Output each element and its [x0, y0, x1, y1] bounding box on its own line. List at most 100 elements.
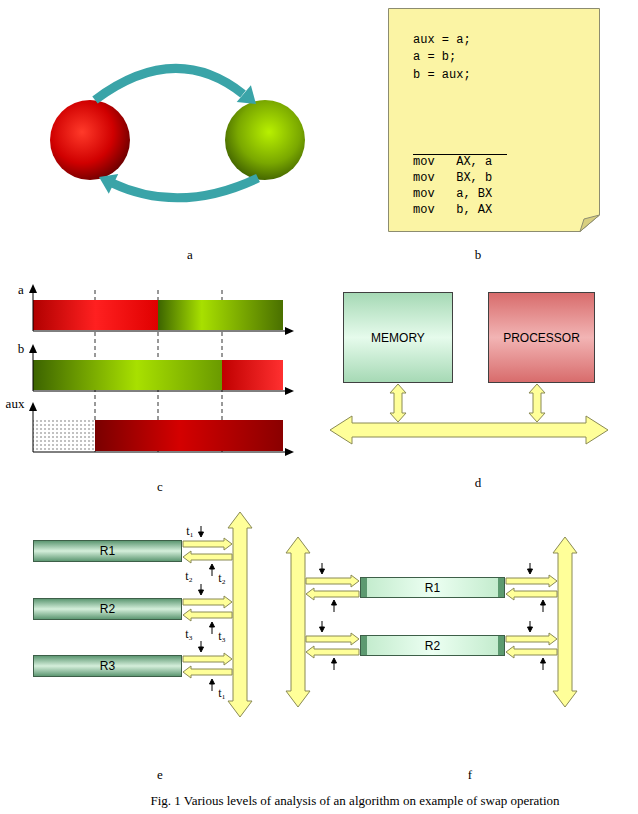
bus-arrow [306, 588, 359, 600]
timing-label: t₂ [185, 568, 193, 584]
code-line: mov b, AX [413, 202, 492, 218]
panel-letter: d [475, 475, 482, 491]
drawing-part [285, 387, 294, 395]
timing-tick-head [320, 627, 325, 632]
bus-arrow [183, 653, 232, 665]
bus-arrow [506, 646, 557, 658]
value-bar [222, 360, 283, 390]
timing-tick-head [541, 658, 546, 663]
timing-tick-head [210, 622, 215, 627]
axis-label: b [18, 341, 25, 357]
green-ball [225, 100, 305, 180]
swap-arrow [112, 178, 258, 198]
drawing-part [29, 344, 37, 353]
box-label: PROCESSOR [503, 331, 580, 345]
paper-outline [389, 9, 600, 232]
timing-tick-head [528, 627, 533, 632]
timing-tick-head [320, 569, 325, 574]
code-sheet: aux = a;a = b; b = aux; mov AX, amov BX, b… [388, 8, 600, 232]
swap-arrow [95, 68, 243, 100]
box-label: R3 [100, 659, 115, 673]
value-bar [158, 300, 283, 330]
figure-caption: Fig. 1 Various levels of analysis of an … [150, 793, 559, 809]
bus-arrow [286, 537, 310, 707]
register-box: R2 [33, 598, 182, 620]
timing-tick [199, 526, 546, 691]
drawing-part [33, 391, 288, 392]
timing-tick-head [332, 600, 337, 605]
bus-arrow [306, 575, 359, 587]
separator-line [413, 154, 507, 155]
swap-arrow-head [237, 85, 256, 104]
timing-tick-head [199, 532, 204, 537]
code-line: a = b; [413, 49, 456, 65]
undefined-bar [33, 420, 95, 451]
bus-arrow [183, 538, 232, 550]
code-line: mov BX, b [413, 170, 492, 186]
box-label: R2 [425, 639, 440, 653]
bus-arrow [183, 666, 232, 678]
bus [183, 384, 608, 717]
timing-tick-head [210, 679, 215, 684]
code-line: mov AX, a [413, 154, 492, 170]
timing-tick-head [199, 647, 204, 652]
bus-arrow [529, 384, 545, 422]
axis-label: aux [6, 396, 25, 412]
register-box: R2 [360, 635, 505, 656]
value-bar [33, 360, 222, 390]
bus-arrow [330, 416, 608, 444]
axis-label: a [18, 282, 24, 298]
axis-head [29, 284, 294, 456]
bus-arrow [183, 551, 232, 563]
timing-label: t₁ [218, 685, 226, 701]
bus-arrow [506, 575, 557, 587]
box-label: R1 [425, 581, 440, 595]
bus-arrow [306, 633, 359, 645]
panel-letter: c [157, 479, 163, 495]
panel-letter: e [157, 767, 163, 783]
register-box: R1 [33, 540, 182, 562]
value-bar [33, 300, 158, 330]
panel-letter: a [187, 247, 193, 263]
drawing-part [33, 408, 34, 452]
timing-label: t₂ [218, 570, 226, 586]
bus-arrow [183, 596, 232, 608]
timing-tick-head [210, 564, 215, 569]
box-label: R2 [100, 602, 115, 616]
memory-box: MEMORY [343, 292, 453, 383]
drawing-part [33, 452, 288, 453]
bus-arrow [306, 646, 359, 658]
swap-arrow-head [99, 174, 118, 194]
code-line: b = aux; [413, 67, 471, 83]
bus-arrow [506, 633, 557, 645]
timing-tick-head [541, 600, 546, 605]
timing-label: t₃ [185, 626, 193, 642]
bus-arrow [506, 588, 557, 600]
box-label: MEMORY [371, 331, 425, 345]
drawing-part [33, 331, 288, 332]
bus-arrow [390, 384, 406, 422]
drawing-part [29, 284, 37, 293]
paper-fold [580, 215, 600, 232]
timing-label: t₃ [218, 628, 226, 644]
register-box: R3 [33, 655, 182, 677]
timing-tick-head [528, 569, 533, 574]
panel-letter: b [475, 247, 482, 263]
drawing-part [29, 402, 37, 411]
bus-arrow [553, 537, 577, 707]
panel-letter: f [468, 767, 472, 783]
timing-label: t₁ [186, 523, 194, 539]
register-box: R1 [360, 577, 505, 598]
value-bar [95, 420, 283, 451]
drawing-part [285, 327, 294, 335]
timing-tick-head [332, 658, 337, 663]
drawing-part [33, 290, 34, 331]
drawing-part [33, 350, 34, 391]
timing-tick-head [199, 590, 204, 595]
code-line: aux = a; [413, 32, 471, 48]
bus-arrow [183, 609, 232, 621]
drawing-part [285, 448, 294, 456]
axis [33, 290, 288, 452]
code-line: mov a, BX [413, 186, 492, 202]
